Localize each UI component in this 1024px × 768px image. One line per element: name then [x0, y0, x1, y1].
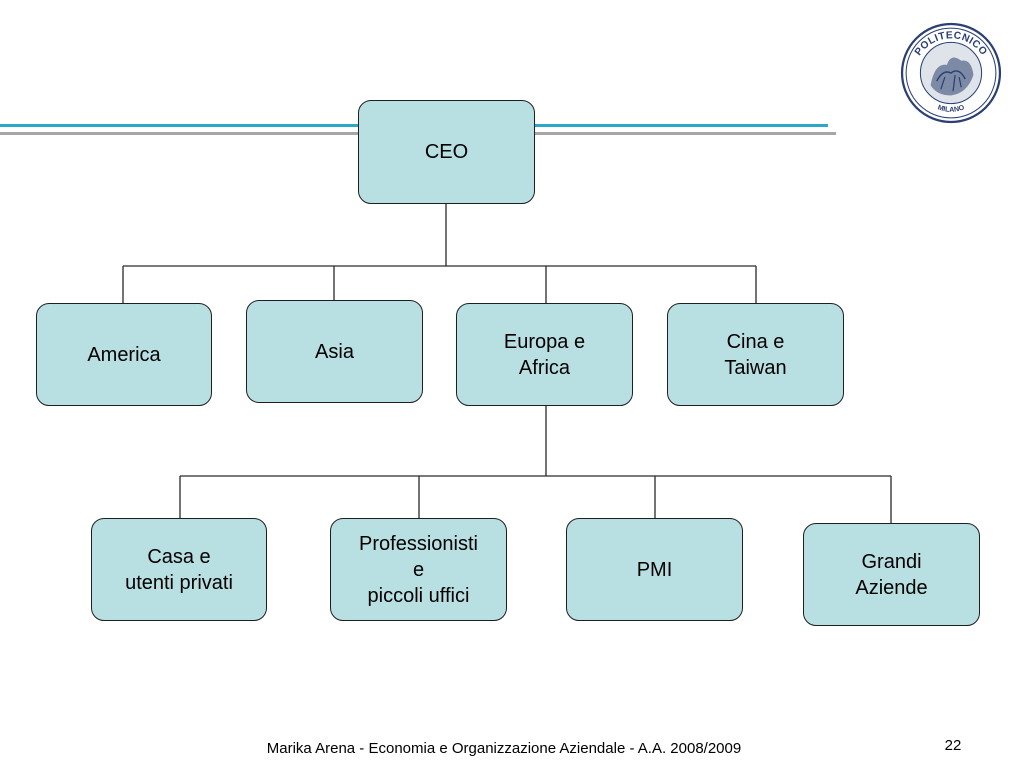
slide-footer: Marika Arena - Economia e Organizzazione… [266, 740, 742, 757]
org-node-casa-utenti-privati: Casa e utenti privati [91, 518, 267, 621]
politecnico-logo: POLITECNICO MILANO [900, 22, 1002, 124]
org-node-pmi: PMI [566, 518, 743, 621]
svg-text:MILANO: MILANO [937, 103, 966, 114]
org-node-america: America [36, 303, 212, 406]
logo-text-bottom: MILANO [937, 103, 966, 114]
org-node-cina-taiwan: Cina e Taiwan [667, 303, 844, 406]
org-node-europa-africa: Europa e Africa [456, 303, 633, 406]
org-node-grandi-aziende: Grandi Aziende [803, 523, 980, 626]
org-node-ceo: CEO [358, 100, 535, 204]
org-node-asia: Asia [246, 300, 423, 403]
org-node-professionisti-piccoli-uffici: Professionisti e piccoli uffici [330, 518, 507, 621]
slide-number: 22 [944, 737, 962, 754]
